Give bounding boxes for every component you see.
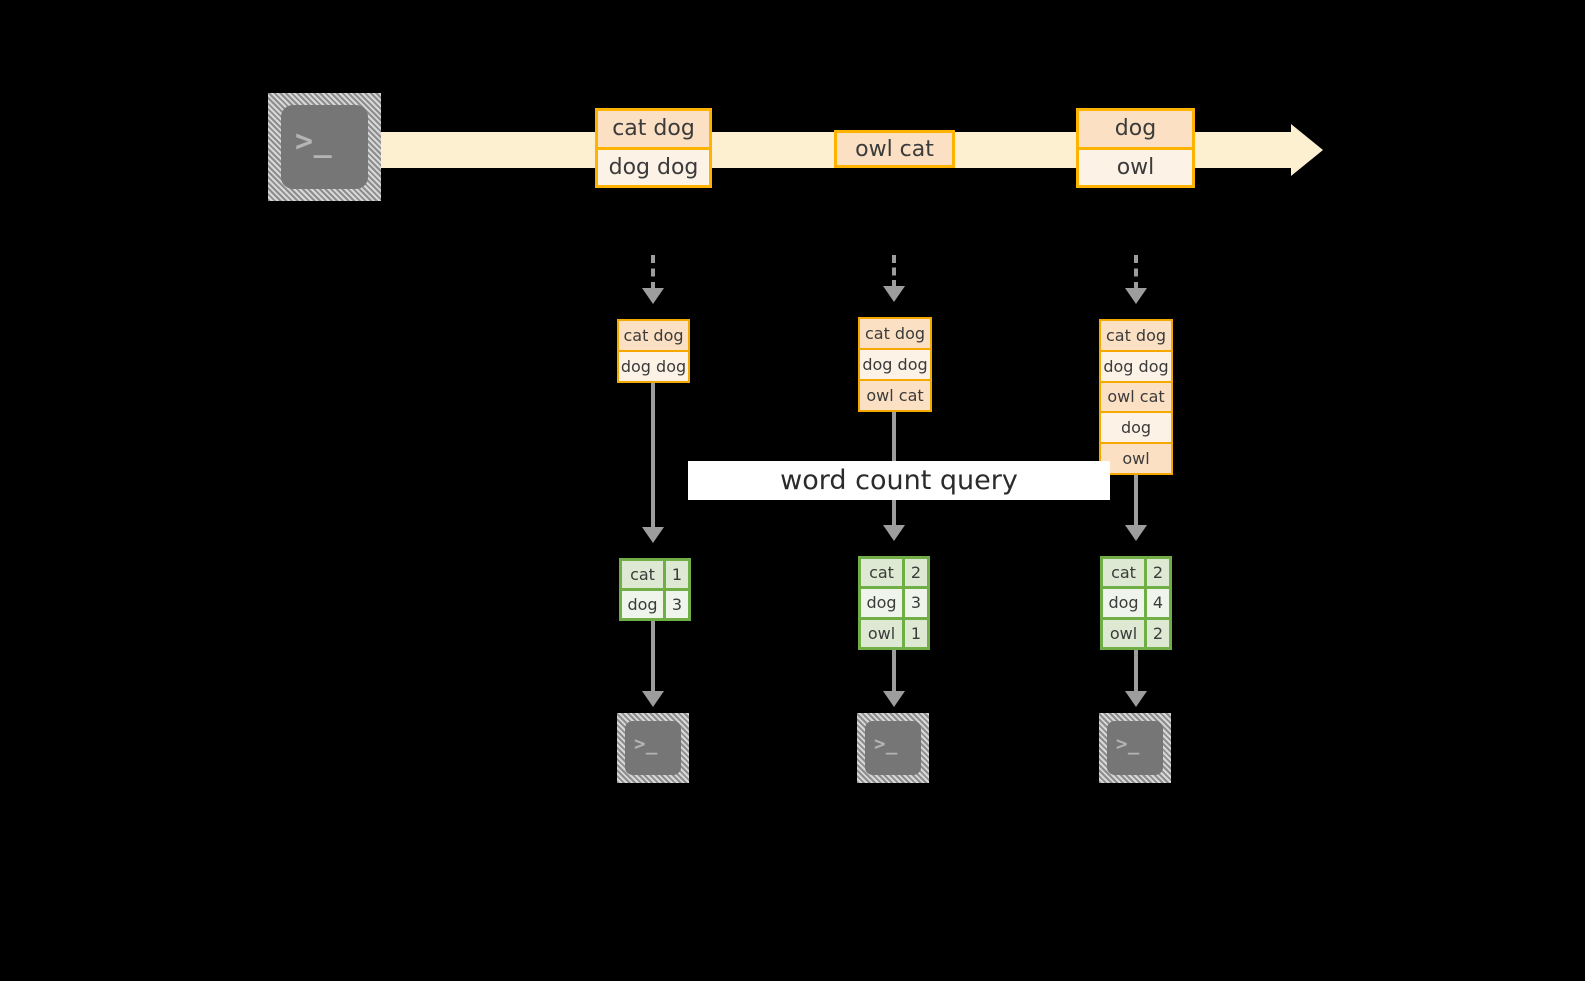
- snapshot-1-sink-terminal-icon[interactable]: >_: [617, 713, 689, 783]
- table-row: owl 2: [1103, 616, 1169, 647]
- snapshot-3-sink-arrowhead: [1125, 691, 1147, 707]
- accumulated-line: cat dog: [1101, 321, 1171, 350]
- snapshot-1-query-line: [651, 383, 655, 529]
- snapshot-3-tap-arrowhead: [1125, 288, 1147, 304]
- snapshot-3-accumulated[interactable]: cat dog dog dog owl cat dog owl: [1099, 319, 1173, 475]
- accumulated-line: owl cat: [860, 379, 930, 410]
- stream-event-line: dog: [1079, 111, 1192, 147]
- stream-event-line: owl: [1079, 146, 1192, 185]
- snapshot-1-sink-arrowhead: [642, 691, 664, 707]
- snapshot-3-query-line: [1134, 475, 1138, 527]
- snapshot-2-sink-line: [892, 650, 896, 693]
- stream-event-line: cat dog: [598, 111, 709, 147]
- table-row: cat 2: [1103, 559, 1169, 587]
- result-word: dog: [622, 591, 666, 618]
- terminal-body: [1107, 721, 1163, 775]
- snapshot-1-tap-line: [651, 255, 655, 290]
- snapshot-1-accumulated[interactable]: cat dog dog dog: [617, 319, 690, 383]
- snapshot-3-sink-terminal-icon[interactable]: >_: [1099, 713, 1171, 783]
- table-row: dog 3: [622, 588, 688, 618]
- result-word: owl: [861, 619, 905, 647]
- snapshot-1-tap-arrowhead: [642, 288, 664, 304]
- snapshot-2-sink-arrowhead: [883, 691, 905, 707]
- result-count: 3: [905, 589, 927, 617]
- terminal-prompt-glyph: >_: [1116, 733, 1140, 755]
- terminal-prompt-glyph: >_: [295, 124, 333, 159]
- snapshot-1-result[interactable]: cat 1 dog 3: [619, 558, 691, 621]
- table-row: dog 3: [861, 586, 927, 617]
- result-count: 2: [1147, 619, 1169, 647]
- table-row: cat 2: [861, 559, 927, 587]
- snapshot-3-tap-line: [1134, 255, 1138, 290]
- stream-event-line: dog dog: [598, 146, 709, 185]
- result-count: 1: [905, 619, 927, 647]
- terminal-body: [281, 105, 368, 189]
- result-word: cat: [861, 559, 905, 587]
- terminal-prompt-glyph: >_: [874, 733, 898, 755]
- accumulated-line: cat dog: [860, 319, 930, 348]
- stream-event-1[interactable]: cat dog dog dog: [595, 108, 712, 188]
- terminal-body: [625, 721, 681, 775]
- result-count: 2: [905, 559, 927, 587]
- accumulated-line: cat dog: [619, 321, 688, 350]
- table-row: dog 4: [1103, 586, 1169, 617]
- snapshot-3-query-arrowhead: [1125, 525, 1147, 541]
- accumulated-line: dog dog: [1101, 349, 1171, 381]
- snapshot-2-result[interactable]: cat 2 dog 3 owl 1: [858, 556, 930, 650]
- table-row: cat 1: [622, 561, 688, 588]
- accumulated-line: owl: [1101, 442, 1171, 473]
- accumulated-line: dog: [1101, 411, 1171, 443]
- query-label: word count query: [688, 461, 1110, 500]
- stream-event-3[interactable]: dog owl: [1076, 108, 1195, 188]
- result-word: owl: [1103, 619, 1147, 647]
- snapshot-1-sink-line: [651, 621, 655, 693]
- source-terminal-icon[interactable]: >_: [268, 93, 381, 201]
- accumulated-line: dog dog: [860, 348, 930, 379]
- snapshot-1-query-arrowhead: [642, 527, 664, 543]
- stream-arrowhead: [1291, 124, 1323, 176]
- snapshot-2-sink-terminal-icon[interactable]: >_: [857, 713, 929, 783]
- query-label-text: word count query: [780, 465, 1018, 496]
- snapshot-2-query-arrowhead: [883, 525, 905, 541]
- table-row: owl 1: [861, 616, 927, 647]
- result-count: 2: [1147, 559, 1169, 587]
- snapshot-2-tap-arrowhead: [883, 286, 905, 302]
- terminal-body: [865, 721, 921, 775]
- stream-event-2[interactable]: owl cat: [834, 130, 955, 168]
- snapshot-2-accumulated[interactable]: cat dog dog dog owl cat: [858, 317, 932, 412]
- result-count: 3: [666, 591, 688, 618]
- accumulated-line: owl cat: [1101, 380, 1171, 412]
- result-word: dog: [861, 589, 905, 617]
- snapshot-3-sink-line: [1134, 650, 1138, 693]
- snapshot-2-tap-line: [892, 255, 896, 288]
- stream-event-line: owl cat: [837, 133, 952, 165]
- accumulated-line: dog dog: [619, 350, 688, 381]
- result-count: 4: [1147, 589, 1169, 617]
- result-word: cat: [1103, 559, 1147, 587]
- result-count: 1: [666, 561, 688, 588]
- terminal-prompt-glyph: >_: [634, 733, 658, 755]
- snapshot-3-result[interactable]: cat 2 dog 4 owl 2: [1100, 556, 1172, 650]
- result-word: cat: [622, 561, 666, 588]
- result-word: dog: [1103, 589, 1147, 617]
